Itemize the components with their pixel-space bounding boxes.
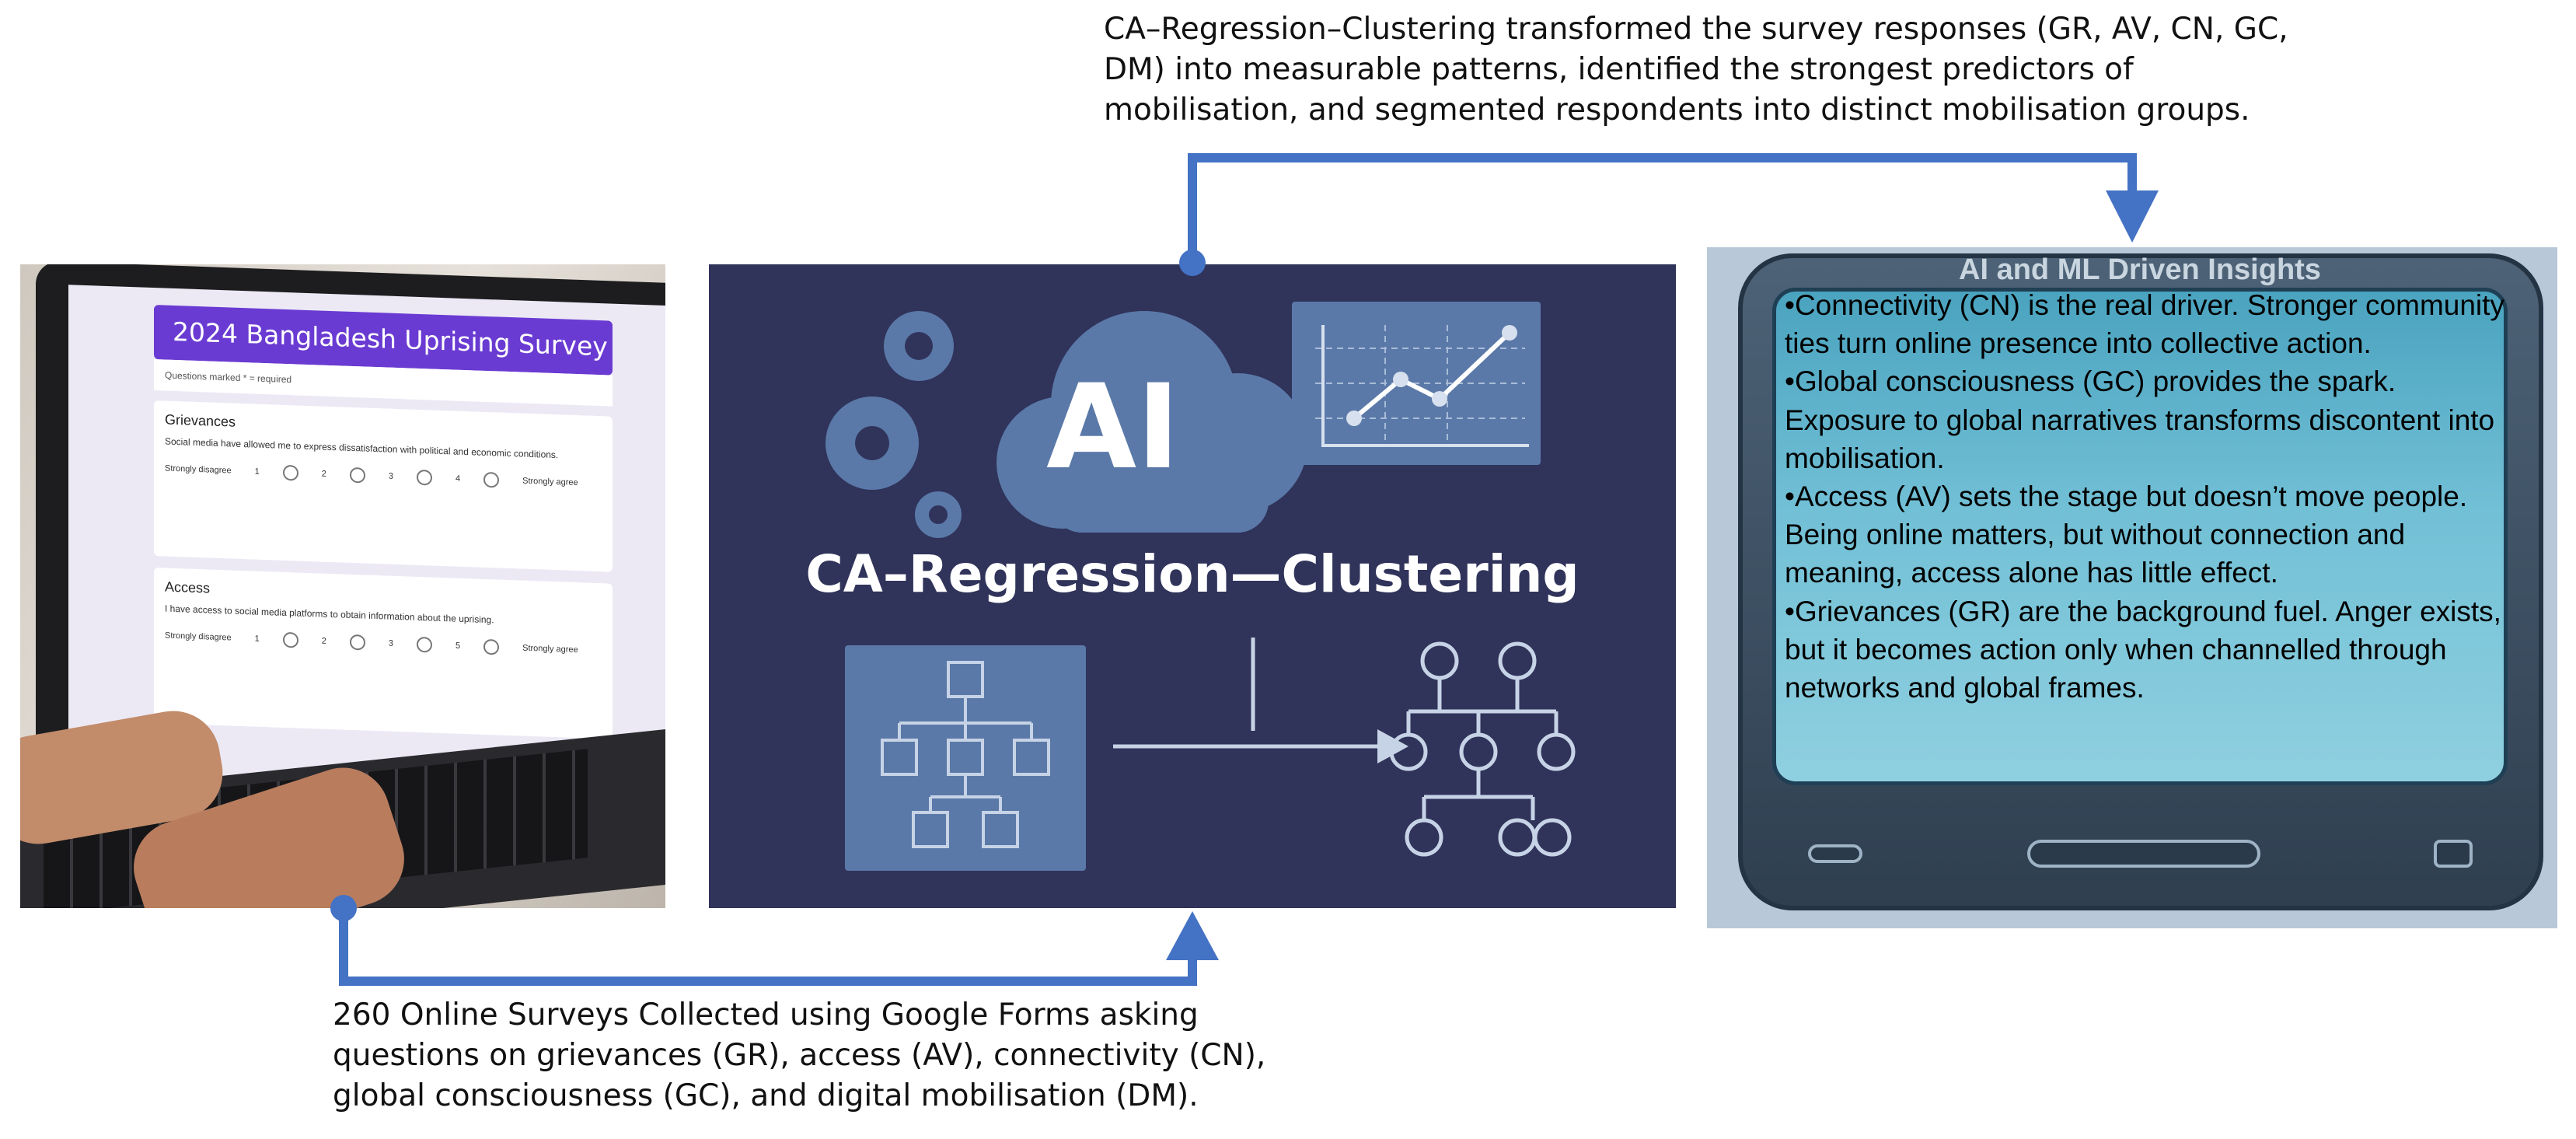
insights-list: •Connectivity (CN) is the real driver. S… <box>1785 286 2508 707</box>
process-arrow-icon <box>1113 638 1408 763</box>
insights-device-panel: AI and ML Driven Insights •Connectivity … <box>1707 247 2557 928</box>
scale-low-label: Strongly disagree <box>165 631 232 643</box>
scale-2: 2 <box>321 469 326 479</box>
likert-scale: Strongly disagree 1 2 3 4 Strongly agree <box>165 461 602 492</box>
scale-4: 4 <box>455 473 461 484</box>
radio-option[interactable] <box>282 464 298 481</box>
form-card-grievances: Grievances Social media have allowed me … <box>154 400 613 572</box>
device-camera-icon <box>2434 840 2473 868</box>
radio-option[interactable] <box>282 631 298 648</box>
bottom-caption: 260 Online Surveys Collected using Googl… <box>333 997 1266 1113</box>
top-caption: CA–Regression–Clustering transformed the… <box>1104 12 2288 128</box>
device-home-button <box>2027 840 2260 868</box>
insight-item: •Connectivity (CN) is the real driver. S… <box>1785 289 2504 360</box>
scale-high-label: Strongly agree <box>522 476 578 488</box>
insight-item: •Global consciousness (GC) provides the … <box>1785 365 2495 474</box>
radio-option[interactable] <box>349 466 365 484</box>
device-speaker-icon <box>1808 844 1862 863</box>
ai-method-panel: AI CA–Regression—Clustering <box>709 264 1676 908</box>
flowchart-icon <box>845 645 1086 871</box>
scale-3: 3 <box>388 638 393 648</box>
cluster-tree-icon <box>1389 641 1576 857</box>
insight-item: •Grievances (GR) are the background fuel… <box>1785 595 2501 704</box>
survey-laptop-photo: 2024 Bangladesh Uprising Survey Question… <box>20 264 665 908</box>
scale-5: 5 <box>455 641 461 651</box>
scale-low-label: Strongly disagree <box>165 463 232 476</box>
ai-label: AI <box>1046 360 1180 495</box>
radio-option[interactable] <box>483 471 500 488</box>
tablet-screen <box>1772 288 2508 785</box>
insight-item: •Access (AV) sets the stage but doesn’t … <box>1785 480 2468 589</box>
scale-1: 1 <box>254 466 260 477</box>
radio-option[interactable] <box>416 636 432 653</box>
method-label: CA–Regression—Clustering <box>805 544 1579 604</box>
form-card-access: Access I have access to social media pla… <box>154 568 613 739</box>
scale-1: 1 <box>254 634 260 644</box>
radio-option[interactable] <box>416 469 432 486</box>
likert-scale: Strongly disagree 1 2 3 5 Strongly agree <box>165 628 602 659</box>
scale-high-label: Strongly agree <box>522 643 578 655</box>
radio-option[interactable] <box>483 638 500 655</box>
scale-3: 3 <box>388 471 393 481</box>
insights-title: AI and ML Driven Insights <box>1959 253 2321 286</box>
radio-option[interactable] <box>349 634 365 651</box>
form-title: 2024 Bangladesh Uprising Survey <box>173 316 608 362</box>
scale-2: 2 <box>321 636 326 646</box>
line-chart-icon <box>1292 302 1541 465</box>
